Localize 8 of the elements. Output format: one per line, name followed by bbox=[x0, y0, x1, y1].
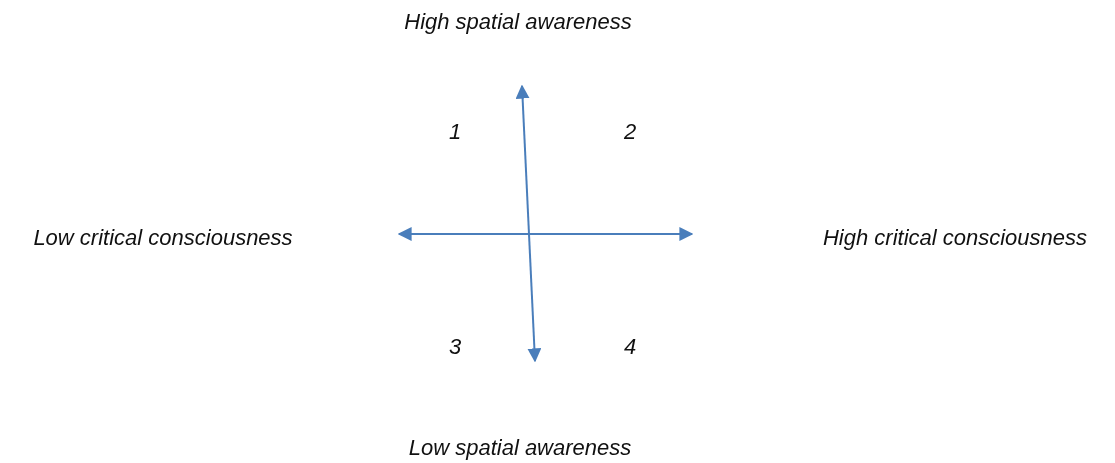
axis-label: Low spatial awareness bbox=[408, 435, 632, 461]
quadrant-number: 3 bbox=[448, 334, 462, 360]
quadrant-number: 4 bbox=[623, 334, 637, 360]
quadrant-number: 2 bbox=[623, 119, 637, 145]
axis-label: Low critical consciousness bbox=[33, 225, 293, 251]
quadrant-number: 1 bbox=[448, 119, 462, 145]
axis-label: High critical consciousness bbox=[822, 225, 1088, 251]
axis-label: High spatial awareness bbox=[404, 9, 632, 35]
